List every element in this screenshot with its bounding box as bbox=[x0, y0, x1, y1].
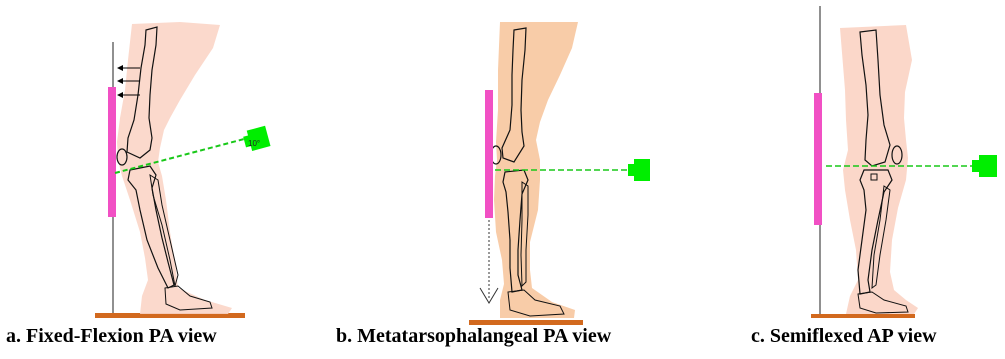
caption-semiflexed: c. Semiflexed AP view bbox=[751, 324, 937, 348]
panel-a-fixed-flexion: 10° bbox=[95, 22, 271, 318]
detector-plate-c bbox=[814, 93, 822, 225]
panel-b-metatarsophalangeal bbox=[469, 22, 650, 325]
detector-plate-b bbox=[485, 90, 493, 218]
xray-source-b bbox=[628, 159, 650, 181]
descent-arrowhead-b bbox=[480, 288, 498, 303]
angle-label: 10° bbox=[248, 139, 260, 148]
xray-source-c bbox=[972, 155, 997, 177]
panel-c-semiflexed bbox=[811, 6, 997, 318]
caption-metatarsophalangeal: b. Metatarsophalangeal PA view bbox=[336, 324, 611, 348]
caption-fixed-flexion: a. Fixed-Flexion PA view bbox=[6, 324, 217, 348]
detector-plate-a bbox=[108, 87, 116, 217]
floor-platform-c bbox=[811, 314, 915, 318]
